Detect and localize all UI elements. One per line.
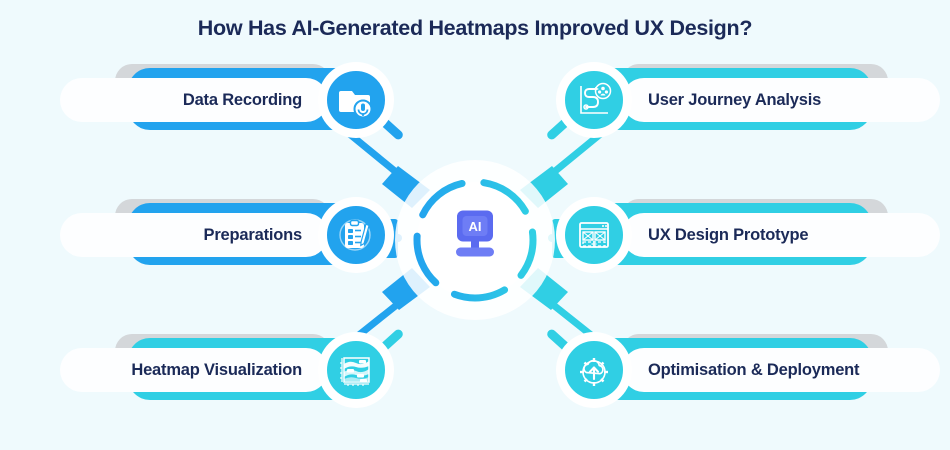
clipboard-checklist-icon [323, 202, 389, 268]
folder-microphone-icon [323, 67, 389, 133]
ai-monitor-icon: AI [444, 209, 506, 272]
ai-label: AI [469, 219, 482, 234]
hub-dashed-ring [413, 178, 537, 302]
pill-label-card: Preparations [60, 213, 328, 257]
page-title: How Has AI-Generated Heatmaps Improved U… [197, 16, 753, 40]
pill-label-card: Heatmap Visualization [60, 348, 328, 392]
node-ux-design-prototype[interactable]: UX Design Prototype [556, 195, 940, 279]
icon-badge[interactable] [556, 62, 632, 138]
icon-badge[interactable] [318, 332, 394, 408]
node-preparations[interactable]: Preparations [60, 195, 394, 279]
pill-label-card: User Journey Analysis [622, 78, 940, 122]
central-ai-hub[interactable]: AI [395, 160, 555, 320]
node-data-recording[interactable]: Data Recording [60, 60, 405, 144]
user-journey-path-icon [561, 67, 627, 133]
pill-label-card: Optimisation & Deployment [622, 348, 940, 392]
node-label: Optimisation & Deployment [648, 360, 860, 379]
node-label: UX Design Prototype [648, 225, 809, 244]
pill-label-card: UX Design Prototype [622, 213, 940, 257]
heatmap-chart-icon [323, 337, 389, 403]
node-heatmap-visualization[interactable]: Heatmap Visualization [60, 327, 405, 414]
node-user-journey-analysis[interactable]: User Journey Analysis [545, 60, 940, 144]
node-label: Preparations [203, 225, 303, 244]
pill-label-card: Data Recording [60, 78, 328, 122]
node-label: Heatmap Visualization [131, 360, 302, 379]
node-label: User Journey Analysis [648, 90, 822, 109]
node-optimisation-deployment[interactable]: Optimisation & Deployment [545, 327, 940, 414]
node-label: Data Recording [182, 90, 302, 109]
icon-badge[interactable] [556, 197, 632, 273]
cloud-upload-gear-icon [561, 337, 627, 403]
icon-badge[interactable] [556, 332, 632, 408]
icon-badge[interactable] [318, 62, 394, 138]
wireframe-layout-icon [561, 202, 627, 268]
icon-badge[interactable] [318, 197, 394, 273]
